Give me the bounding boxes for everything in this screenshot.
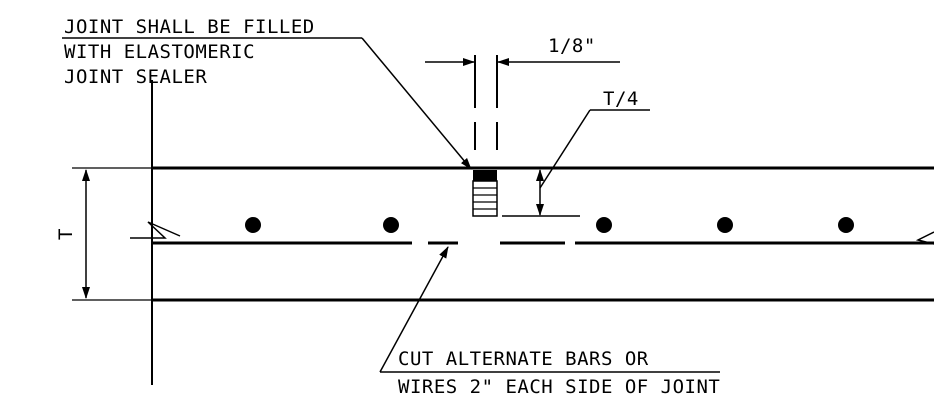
sealer-note-line-3: JOINT SEALER [64,66,207,88]
rebar-dot [245,217,261,233]
rebar-dot [838,217,854,233]
cut-bars-note-line-2: WIRES 2" EACH SIDE OF JOINT [398,376,720,398]
thickness-label: T [55,228,77,240]
sealer-note-line-1: JOINT SHALL BE FILLED [64,16,315,38]
joint-width-label: 1/8" [548,35,596,57]
depth-label: T/4 [603,88,639,110]
rebar-dot [596,217,612,233]
joint-saw-cut [472,180,498,217]
cut-bars-note-line-1: CUT ALTERNATE BARS OR [398,348,649,370]
rebar-dot [383,217,399,233]
break-symbol-left [130,221,181,239]
joint-sealer-cap [473,170,497,181]
sealer-leader [361,37,472,170]
rebar-dot [717,217,733,233]
depth-leader [539,109,591,189]
sealer-note-line-2: WITH ELASTOMERIC [64,41,255,63]
cut-bars-leader [379,246,449,373]
